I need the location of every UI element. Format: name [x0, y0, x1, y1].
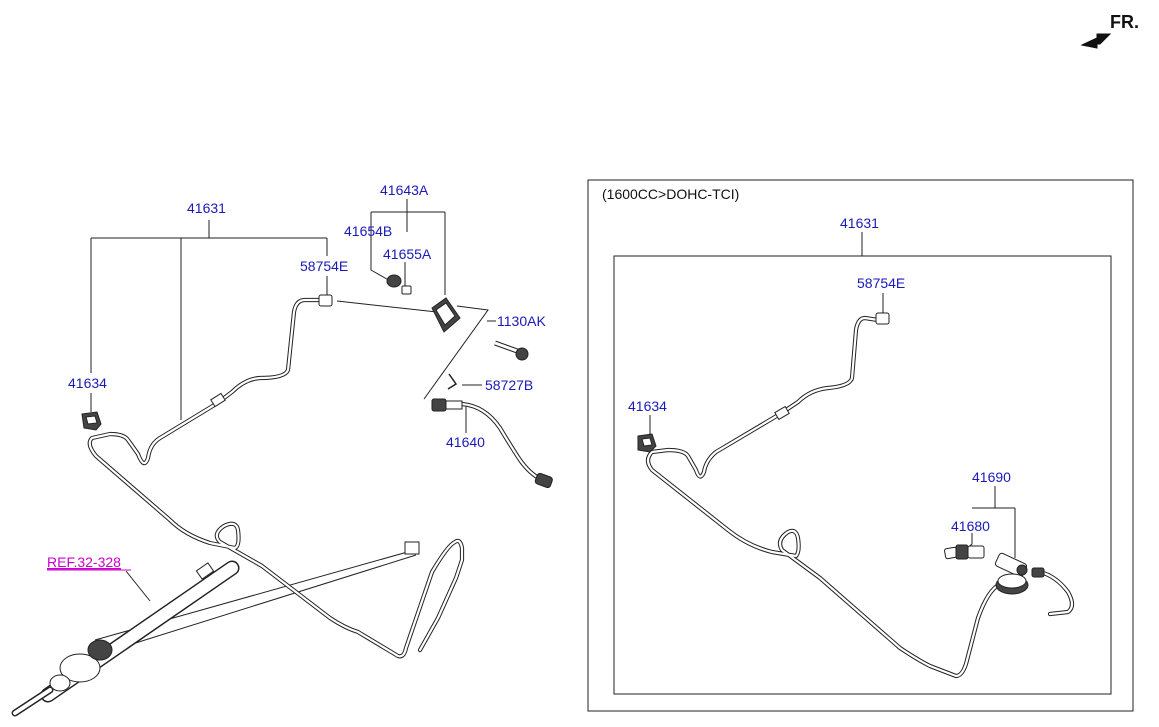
- clutch-master-cylinder: [11, 560, 240, 717]
- callout-58754E-left: 58754E: [300, 258, 348, 274]
- bushing-41654B: [386, 274, 402, 288]
- callout-41643A: 41643A: [380, 182, 429, 198]
- front-direction-label: FR.: [1110, 12, 1139, 32]
- callout-41654B: 41654B: [344, 223, 392, 239]
- left-tube-assembly: [87, 294, 465, 659]
- callout-41690: 41690: [972, 469, 1011, 485]
- bolt-1130AK: [494, 340, 529, 361]
- tube-sleeve: [210, 392, 226, 408]
- right-tube-assembly: [645, 312, 1075, 679]
- variant-inner-frame: [613, 255, 1112, 695]
- left-leader-lines: [90, 199, 496, 652]
- callout-1130AK: 1130AK: [497, 313, 546, 329]
- collar-41655A: [401, 285, 412, 295]
- variant-outer-frame: [587, 179, 1134, 712]
- clip-58727B: [447, 373, 458, 390]
- callout-41680: 41680: [951, 518, 990, 534]
- variant-condition-label: (1600CC>DOHC-TCI): [602, 186, 739, 202]
- connector-58754E: [318, 294, 333, 307]
- damper-assembly-41690: [994, 552, 1029, 595]
- hose-41640: [431, 398, 553, 489]
- callout-41631-right: 41631: [840, 215, 879, 231]
- clip-41634-right: [637, 433, 657, 453]
- callout-41634-right: 41634: [628, 398, 667, 414]
- clip-41634: [81, 411, 102, 431]
- connector-58754E-right: [875, 312, 890, 325]
- left-assembly: 41631 41643A 41654B 41655A 58754E 1130AK…: [11, 182, 553, 717]
- right-assembly: (1600CC>DOHC-TCI): [587, 179, 1134, 712]
- callout-41634-left: 41634: [68, 375, 107, 391]
- damper-41680: [944, 544, 985, 560]
- reference-label: REF.32-328: [47, 554, 121, 570]
- bracket-41643A-parts: [386, 274, 461, 333]
- front-direction-arrow-icon: [1080, 33, 1112, 49]
- right-leader-lines: [649, 232, 1016, 558]
- callout-41640: 41640: [446, 434, 485, 450]
- callout-58754E-right: 58754E: [857, 275, 905, 291]
- callout-58727B: 58727B: [485, 377, 533, 393]
- callout-41631-left: 41631: [187, 200, 226, 216]
- callout-41655A: 41655A: [383, 246, 432, 262]
- tube-fitting: [404, 541, 420, 555]
- front-direction-marker: FR.: [1080, 12, 1139, 49]
